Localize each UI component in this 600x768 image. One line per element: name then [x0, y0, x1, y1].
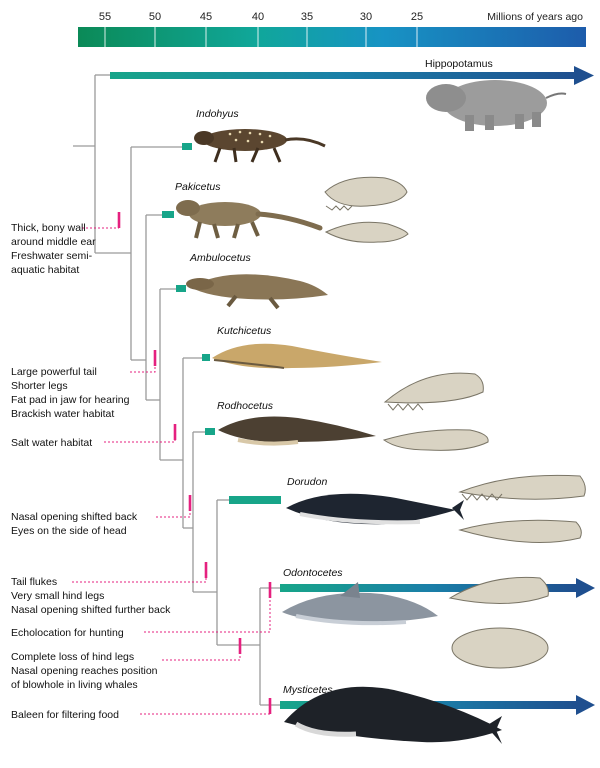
trait-line: Baleen for filtering food [11, 709, 119, 721]
trait-line: Eyes on the side of head [11, 525, 127, 537]
tick-label: 55 [99, 11, 111, 23]
trait-text-baleen: Baleen for filtering food [11, 709, 119, 721]
taxon-label-dorudon: Dorudon [287, 476, 327, 488]
odontocete-skulls [448, 576, 549, 669]
trait-line: Freshwater semi- [11, 250, 93, 262]
tick-label: 30 [360, 11, 372, 23]
mysticetes-arrow [576, 695, 595, 715]
dorudon-skulls [458, 474, 586, 543]
taxon-label-ambulocetus: Ambulocetus [189, 252, 251, 264]
trait-text-nasal: Nasal opening shifted back Eyes on the s… [11, 511, 138, 537]
trait-text-ear: Thick, bony wall around middle ear Fresh… [11, 222, 96, 276]
hippo-arrow [574, 66, 594, 85]
dorudon-range [229, 496, 281, 504]
dorudon-illustration [286, 493, 464, 525]
odontocetes-arrow [576, 578, 595, 598]
trait-line: of blowhole in living whales [11, 679, 138, 691]
trait-line: Very small hind legs [11, 590, 104, 602]
trait-markers [72, 212, 272, 715]
trait-line: Shorter legs [11, 380, 68, 392]
taxon-label-mysticetes: Mysticetes [283, 684, 333, 696]
indohyus-range [182, 143, 192, 150]
trait-text-hindlegs: Complete loss of hind legs Nasal opening… [11, 651, 158, 691]
rodhocetus-illustration [218, 416, 376, 446]
axis-title: Millions of years ago [487, 11, 583, 23]
hippo-branch [110, 72, 576, 79]
rodhocetus-range [205, 428, 215, 435]
trait-line: Nasal opening shifted further back [11, 604, 171, 616]
rodhocetus-skulls [382, 372, 489, 451]
tick-label: 50 [149, 11, 161, 23]
odontocetes-branch [280, 584, 578, 592]
ambulocetus-range [176, 285, 186, 292]
taxon-label-odontocetes: Odontocetes [283, 567, 343, 579]
trait-line: Tail flukes [11, 576, 57, 588]
taxon-label-hippopotamus: Hippopotamus [425, 58, 493, 70]
trait-line: Brackish water habitat [11, 408, 114, 420]
tick-label: 45 [200, 11, 212, 23]
trait-line: Salt water habitat [11, 437, 92, 449]
kutchicetus-illustration [212, 343, 382, 369]
taxon-label-indohyus: Indohyus [196, 108, 239, 120]
trait-line: Fat pad in jaw for hearing [11, 394, 130, 406]
trait-text-echo: Echolocation for hunting [11, 627, 124, 639]
kutchicetus-range [202, 354, 210, 361]
trait-line: Large powerful tail [11, 366, 97, 378]
trait-line: Thick, bony wall [11, 222, 86, 234]
ambulocetus-illustration [186, 274, 328, 310]
trait-text-salt: Salt water habitat [11, 437, 92, 449]
odontocete-illustration [282, 582, 438, 626]
tick-label: 35 [301, 11, 313, 23]
tick-label: 40 [252, 11, 264, 23]
taxon-label-kutchicetus: Kutchicetus [217, 325, 272, 337]
trait-line: Nasal opening reaches position [11, 665, 158, 677]
trait-line: Complete loss of hind legs [11, 651, 134, 663]
tick-label: 25 [411, 11, 423, 23]
pakicetus-skulls [324, 176, 409, 243]
pakicetus-range [162, 211, 174, 218]
time-axis-bar [78, 27, 586, 47]
trait-text-tail: Large powerful tail Shorter legs Fat pad… [11, 366, 130, 420]
tree-branches [73, 74, 280, 706]
trait-line: around middle ear [11, 236, 96, 248]
trait-text-flukes: Tail flukes Very small hind legs Nasal o… [11, 576, 171, 616]
trait-line: aquatic habitat [11, 264, 79, 276]
hippopotamus-illustration [426, 80, 567, 131]
trait-line: Nasal opening shifted back [11, 511, 138, 523]
taxon-label-pakicetus: Pakicetus [175, 181, 221, 193]
mysticete-illustration [284, 686, 502, 744]
time-axis: 55 50 45 40 35 30 25 Millions of years a… [78, 11, 586, 47]
pakicetus-illustration [176, 200, 323, 239]
indohyus-illustration [194, 129, 326, 163]
trait-line: Echolocation for hunting [11, 627, 124, 639]
taxon-label-rodhocetus: Rodhocetus [217, 400, 274, 412]
